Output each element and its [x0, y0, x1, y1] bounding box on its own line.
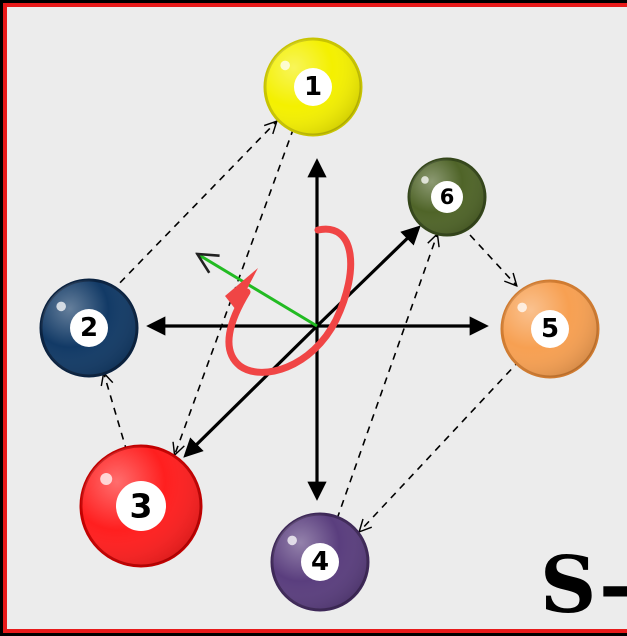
ball-1: 1 [265, 39, 361, 135]
ball-4-label: 4 [311, 547, 329, 577]
ball-5: 5 [502, 281, 598, 377]
ball-2: 2 [41, 280, 137, 376]
ball-5-highlight [517, 303, 527, 313]
ball-1-label: 1 [304, 72, 322, 102]
ball-6: 6 [409, 159, 485, 235]
ball-4: 4 [272, 514, 368, 610]
ball-3-label: 3 [130, 487, 153, 526]
ball-2-highlight [56, 302, 66, 312]
ball-6-highlight [421, 176, 429, 184]
ball-3-highlight [100, 473, 112, 485]
ball-5-label: 5 [541, 314, 559, 344]
ball-2-label: 2 [80, 313, 98, 343]
ball-6-label: 6 [440, 185, 455, 209]
ball-1-highlight [280, 61, 290, 71]
corner-label: S- [540, 540, 627, 631]
ball-4-highlight [287, 536, 297, 546]
ball-3: 3 [81, 446, 201, 566]
